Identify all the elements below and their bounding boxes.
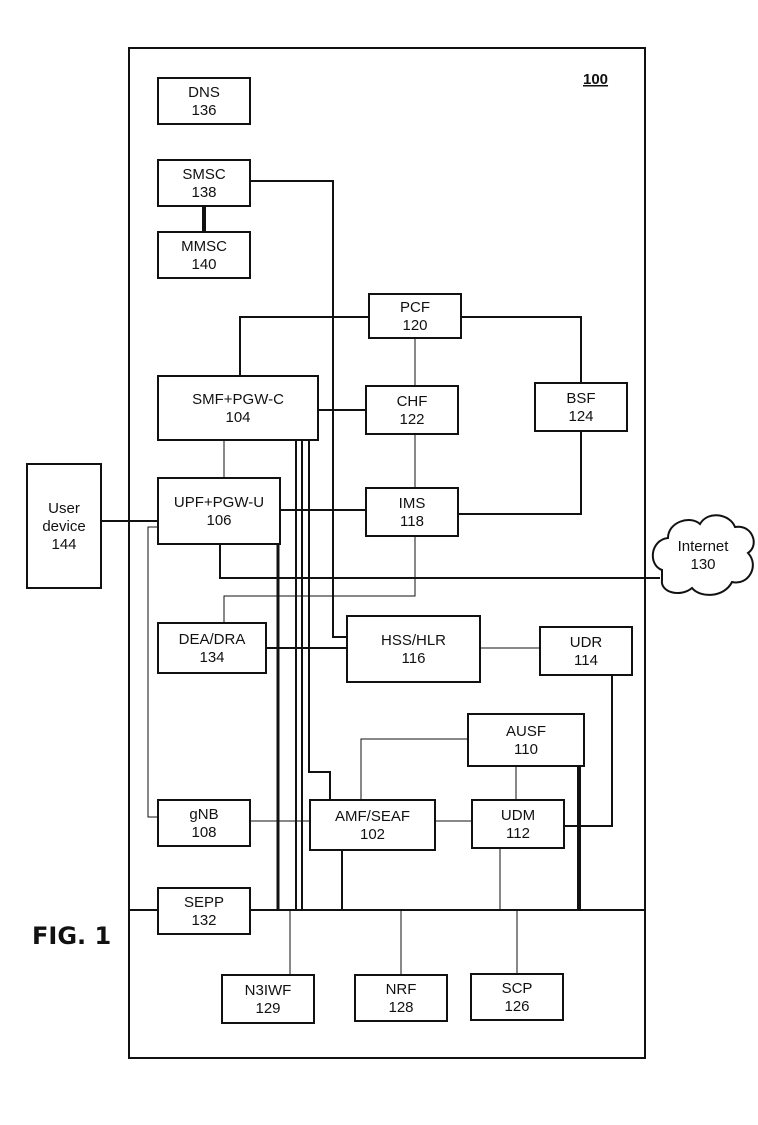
n3iwf-node: N3IWF129 bbox=[222, 975, 314, 1023]
chf-node: CHF122 bbox=[366, 386, 458, 434]
figure-label: FIG. 1 bbox=[32, 922, 111, 950]
internet-cloud: Internet130 bbox=[653, 515, 754, 595]
ausf-label-1: 110 bbox=[514, 741, 538, 758]
udr-node: UDR114 bbox=[540, 627, 632, 675]
bsf-label-0: BSF bbox=[566, 390, 595, 407]
hss-label-1: 116 bbox=[402, 650, 426, 667]
system-reference-number: 100 bbox=[583, 71, 608, 88]
mmsc-label-0: MMSC bbox=[181, 238, 227, 255]
gnb-label-1: 108 bbox=[191, 824, 216, 841]
udm-node: UDM112 bbox=[472, 800, 564, 848]
pcf-node: PCF120 bbox=[369, 294, 461, 338]
ausf-node: AUSF110 bbox=[468, 714, 584, 766]
ausf-box bbox=[468, 714, 584, 766]
smf-pcf-link bbox=[240, 317, 369, 376]
dns-label-1: 136 bbox=[191, 102, 216, 119]
user-label-1: device bbox=[42, 518, 85, 535]
scp-label-0: SCP bbox=[502, 980, 533, 997]
n3iwf-label-1: 129 bbox=[255, 1000, 280, 1017]
amf-label-1: 102 bbox=[360, 826, 385, 843]
scp-label-1: 126 bbox=[504, 998, 529, 1015]
amf-node: AMF/SEAF102 bbox=[310, 800, 435, 850]
udr-label-1: 114 bbox=[574, 652, 598, 669]
user-label-0: User bbox=[48, 500, 80, 517]
smsc-label-0: SMSC bbox=[182, 166, 226, 183]
udm-label-0: UDM bbox=[501, 807, 535, 824]
udm-label-1: 112 bbox=[506, 825, 530, 842]
dea-label-0: DEA/DRA bbox=[179, 631, 246, 648]
pcf-bsf-link bbox=[461, 317, 581, 383]
bsf-ims-link bbox=[458, 431, 581, 514]
sepp-label-1: 132 bbox=[191, 912, 216, 929]
dea-node: DEA/DRA134 bbox=[158, 623, 266, 673]
upf-label-1: 106 bbox=[206, 512, 231, 529]
chf-label-1: 122 bbox=[399, 411, 424, 428]
upf-gnb-link bbox=[148, 527, 158, 817]
hss-label-0: HSS/HLR bbox=[381, 632, 446, 649]
dea-label-1: 134 bbox=[199, 649, 224, 666]
smsc-label-1: 138 bbox=[191, 184, 216, 201]
user-label-2: 144 bbox=[51, 536, 76, 553]
internet-label-0: Internet bbox=[678, 538, 730, 555]
upf-label-0: UPF+PGW-U bbox=[174, 494, 264, 511]
user-node: Userdevice144 bbox=[27, 464, 101, 588]
dns-node: DNS136 bbox=[158, 78, 250, 124]
upf-box bbox=[158, 478, 280, 544]
pcf-label-1: 120 bbox=[402, 317, 427, 334]
amf-label-0: AMF/SEAF bbox=[335, 808, 410, 825]
amf-ausf-link bbox=[361, 739, 468, 800]
sepp-label-0: SEPP bbox=[184, 894, 224, 911]
ims-node: IMS118 bbox=[366, 488, 458, 536]
n3iwf-label-0: N3IWF bbox=[245, 982, 292, 999]
ims-label-1: 118 bbox=[400, 513, 424, 530]
nrf-node: NRF128 bbox=[355, 975, 447, 1021]
smf-node: SMF+PGW-C104 bbox=[158, 376, 318, 440]
gnb-node: gNB108 bbox=[158, 800, 250, 846]
nrf-label-1: 128 bbox=[388, 999, 413, 1016]
smsc-node: SMSC138 bbox=[158, 160, 250, 206]
ausf-label-0: AUSF bbox=[506, 723, 546, 740]
dns-label-0: DNS bbox=[188, 84, 220, 101]
mmsc-label-1: 140 bbox=[191, 256, 216, 273]
smf-label-0: SMF+PGW-C bbox=[192, 391, 284, 408]
hss-box bbox=[347, 616, 480, 682]
mmsc-node: MMSC140 bbox=[158, 232, 250, 278]
smf-amf-link bbox=[309, 440, 330, 800]
upf-node: UPF+PGW-U106 bbox=[158, 478, 280, 544]
bsf-node: BSF124 bbox=[535, 383, 627, 431]
bsf-label-1: 124 bbox=[568, 408, 593, 425]
scp-node: SCP126 bbox=[471, 974, 563, 1020]
internet-label-1: 130 bbox=[690, 556, 715, 573]
smf-label-1: 104 bbox=[225, 409, 250, 426]
hss-node: HSS/HLR116 bbox=[347, 616, 480, 682]
gnb-label-0: gNB bbox=[189, 806, 218, 823]
nrf-label-0: NRF bbox=[386, 981, 417, 998]
udr-label-0: UDR bbox=[570, 634, 603, 651]
pcf-label-0: PCF bbox=[400, 299, 430, 316]
sepp-node: SEPP132 bbox=[158, 888, 250, 934]
ims-label-0: IMS bbox=[399, 495, 426, 512]
smf-box bbox=[158, 376, 318, 440]
chf-label-0: CHF bbox=[397, 393, 428, 410]
upf-internet-link bbox=[220, 544, 660, 578]
dea-ims-link bbox=[224, 536, 415, 623]
